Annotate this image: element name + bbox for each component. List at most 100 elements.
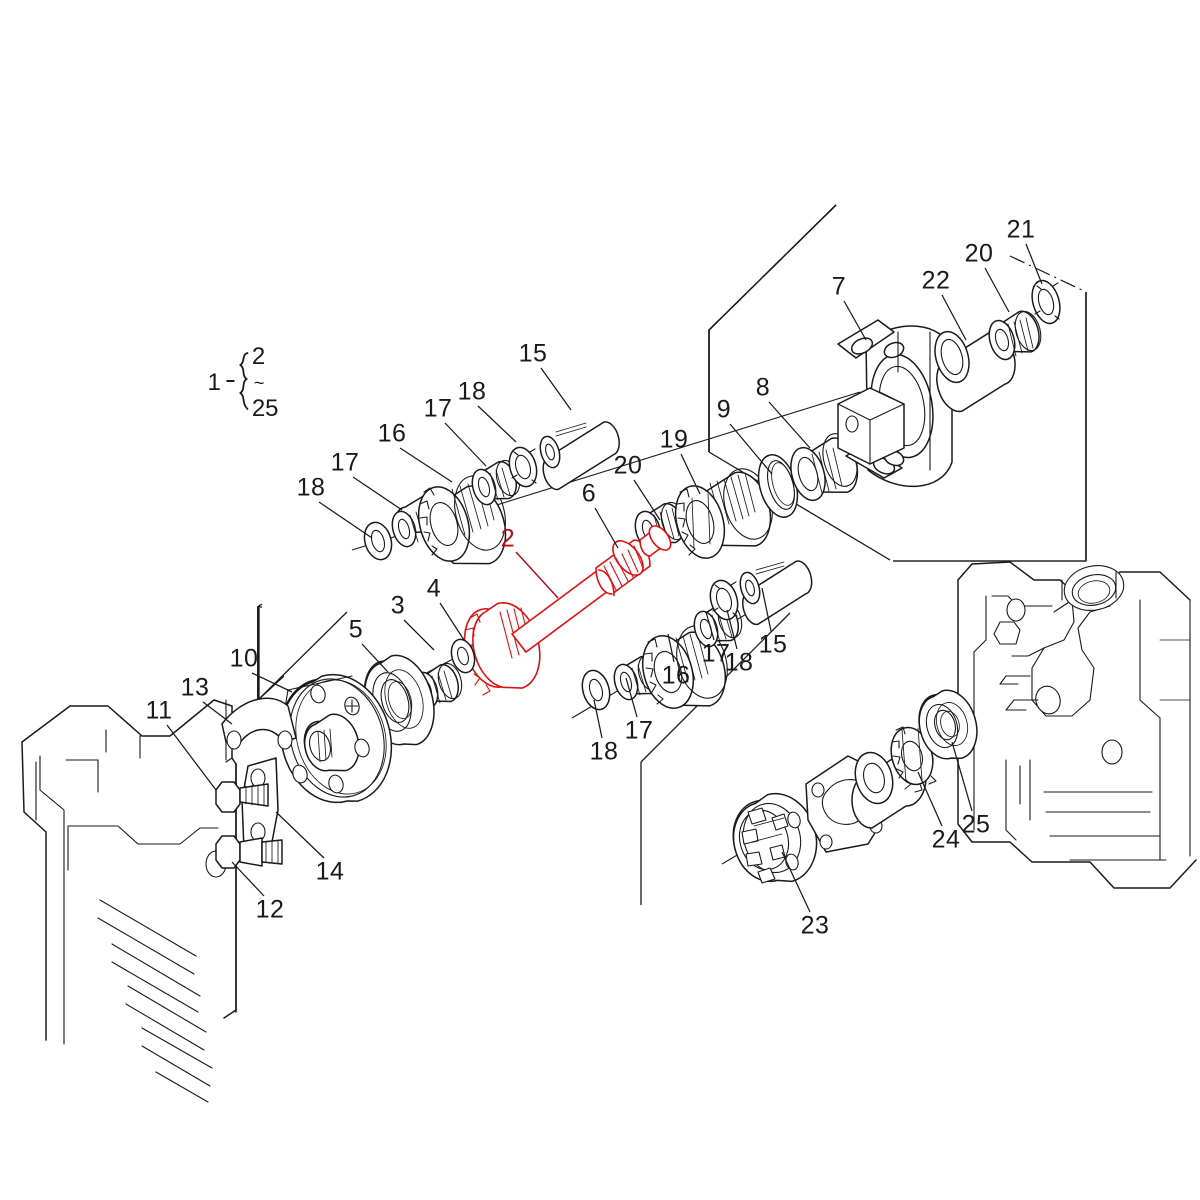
leader-line-15 <box>540 367 572 411</box>
part-callout-17: 17 <box>701 639 731 668</box>
part-12-bolt <box>215 835 283 869</box>
assembly-range-note: 1 2 ~ <box>206 343 279 423</box>
assembly-range-separator: ~ <box>253 373 265 393</box>
leader-line-8 <box>768 401 811 449</box>
part-callout-18: 18 <box>296 473 326 502</box>
part-8-needle-bearing <box>790 433 859 502</box>
leader-line-23 <box>781 851 811 913</box>
leader-line-16 <box>399 447 453 483</box>
leader-line-4 <box>439 602 465 641</box>
part-13-curved-bracket <box>221 697 297 750</box>
part-callout-13: 13 <box>180 673 210 702</box>
leader-line-20 <box>633 479 661 521</box>
part-callout-18: 18 <box>457 377 487 406</box>
leader-line-10 <box>251 672 293 693</box>
part-callout-18: 18 <box>589 737 619 766</box>
part-4-washer <box>450 638 476 674</box>
leader-line-15 <box>761 587 772 632</box>
part-25-ball-bearing <box>918 689 978 760</box>
part-7-clutch-housing <box>837 319 953 488</box>
part-callout-12: 12 <box>255 895 285 924</box>
part-19-gear-with-spline <box>674 468 773 559</box>
part-16-gear-lower <box>642 625 728 709</box>
leader-line-6 <box>594 507 619 549</box>
part-callout-19: 19 <box>659 425 689 454</box>
part-callout-24: 24 <box>931 825 961 854</box>
leader-line-25 <box>951 741 973 812</box>
part-callout-4: 4 <box>426 574 442 603</box>
part-callout-17: 17 <box>423 394 453 423</box>
part-2-input-shaft-highlighted <box>463 525 672 696</box>
leader-line-9 <box>729 423 773 475</box>
part-23-pump-coupling <box>732 792 818 884</box>
leader-line-24 <box>917 771 943 827</box>
leader-line-13 <box>202 701 233 725</box>
part-17-needle-bearing-upper-right <box>471 459 521 506</box>
part-callout-6: 6 <box>581 479 597 508</box>
leader-line-18 <box>477 405 517 443</box>
part-18-washer-upper-left <box>363 521 393 561</box>
part-callout-18: 18 <box>724 648 754 677</box>
part-callout-22: 22 <box>921 266 951 295</box>
part-callout-15: 15 <box>758 630 788 659</box>
part-15-pin-upper <box>539 421 620 491</box>
part-callout-23: 23 <box>800 911 830 940</box>
part-18-washer-lower-left <box>581 669 611 711</box>
part-callout-5: 5 <box>348 615 364 644</box>
frame-polygon-A <box>258 608 260 699</box>
leader-line-2 <box>515 551 559 599</box>
leader-line-18 <box>726 609 738 650</box>
leader-line-16 <box>667 633 675 663</box>
leader-line-17 <box>352 476 403 511</box>
leader-line-18 <box>593 699 603 739</box>
part-callout-2: 2 <box>500 524 516 553</box>
range-brace-icon <box>226 379 235 382</box>
part-callout-16: 16 <box>661 661 691 690</box>
leader-line-17 <box>705 611 715 641</box>
part-callout-17: 17 <box>624 716 654 745</box>
curly-brace-icon <box>239 351 249 410</box>
part-21-washer <box>1031 279 1061 325</box>
part-24-pump-gear <box>851 726 937 829</box>
leader-line-20 <box>984 267 1010 313</box>
leader-line-12 <box>231 861 265 897</box>
leader-line-5 <box>361 643 389 673</box>
right-housing <box>957 561 1197 889</box>
part-18-washer-lower-right <box>709 579 739 621</box>
part-10-flange-hub <box>280 673 393 804</box>
leader-line-19 <box>680 453 701 495</box>
part-callout-11: 11 <box>145 696 173 725</box>
part-callout-15: 15 <box>518 339 548 368</box>
leader-line-11 <box>166 724 217 791</box>
part-18-washer-upper-right <box>508 446 538 488</box>
frame-slanted <box>708 204 1087 562</box>
part-callout-25: 25 <box>961 810 991 839</box>
leader-line-17 <box>444 422 487 467</box>
leader-line-17 <box>625 677 638 718</box>
part-11-bolt <box>215 781 269 813</box>
part-callout-20: 20 <box>964 239 994 268</box>
part-callout-8: 8 <box>755 373 771 402</box>
leader-line-7 <box>843 300 867 341</box>
part-callout-3: 3 <box>390 591 406 620</box>
part-15-pin-lower <box>739 560 813 626</box>
part-callout-21: 21 <box>1006 215 1036 244</box>
assembly-range-end: 25 <box>251 395 279 422</box>
part-callout-9: 9 <box>716 395 732 424</box>
leader-line-21 <box>1025 243 1043 285</box>
part-callout-10: 10 <box>229 644 259 673</box>
leader-lines <box>166 243 1043 913</box>
part-callout-20: 20 <box>613 451 643 480</box>
left-housing <box>21 699 237 1103</box>
part-callout-14: 14 <box>315 857 345 886</box>
leader-line-3 <box>403 619 435 651</box>
assembly-range-start: 2 <box>251 343 266 370</box>
part-callout-16: 16 <box>377 419 407 448</box>
part-callout-17: 17 <box>330 448 360 477</box>
assembly-parent-number: 1 <box>207 369 221 396</box>
part-20-needle-bearing-upper <box>988 310 1042 361</box>
leader-line-22 <box>941 294 967 341</box>
part-callout-7: 7 <box>831 272 847 301</box>
